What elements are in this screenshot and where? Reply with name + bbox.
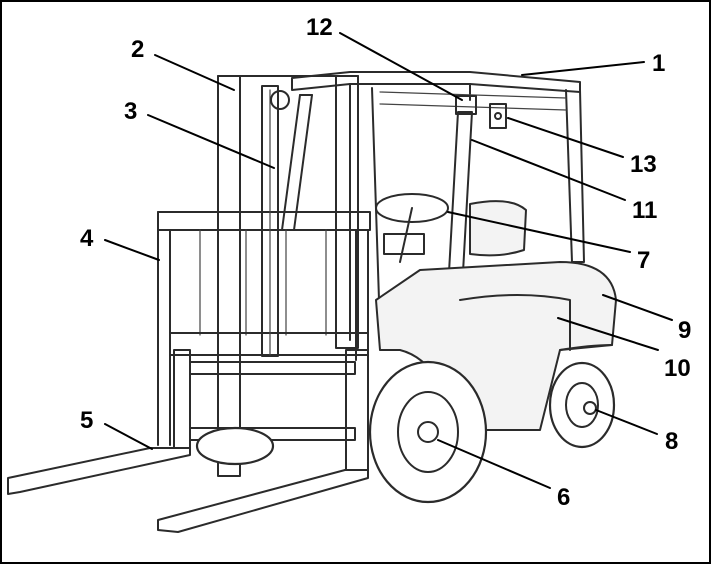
mast [217, 75, 359, 477]
front-tire [368, 360, 488, 504]
leader-lines [104, 32, 673, 489]
counterweight [375, 261, 617, 431]
callout-9: 9 [678, 317, 691, 344]
callout-11: 11 [632, 197, 657, 224]
load-backrest [157, 211, 371, 446]
leader-line-10 [557, 317, 659, 351]
callout-5: 5 [80, 407, 93, 434]
callout-6: 6 [557, 484, 570, 511]
callout-7: 7 [637, 247, 650, 274]
leader-line-11 [471, 139, 626, 201]
callout-3: 3 [124, 98, 137, 125]
leader-line-8 [595, 409, 658, 435]
leader-line-5 [104, 423, 153, 450]
rear-tire [548, 361, 616, 449]
forklift-illustration [7, 71, 617, 533]
leader-line-2 [154, 54, 235, 91]
fork-left [7, 447, 191, 495]
leader-line-6 [437, 439, 551, 489]
steering-wheel [375, 193, 449, 223]
leader-line-9 [602, 294, 673, 321]
callout-1: 1 [652, 50, 665, 77]
leader-line-12 [339, 32, 463, 101]
leader-line-3 [147, 114, 275, 169]
callout-12: 12 [306, 14, 333, 41]
seat [469, 200, 527, 257]
callout-8: 8 [665, 428, 678, 455]
callout-4: 4 [80, 225, 94, 252]
leader-line-4 [104, 239, 160, 261]
callout-10: 10 [664, 355, 691, 382]
leader-line-7 [447, 211, 631, 253]
callout-2: 2 [131, 36, 144, 63]
callout-13: 13 [630, 151, 657, 178]
leader-line-13 [507, 117, 624, 158]
callout-labels: 1 2 3 4 5 6 7 8 9 10 11 12 13 [80, 14, 691, 511]
fork-right [157, 469, 369, 533]
leader-line-1 [521, 61, 645, 76]
